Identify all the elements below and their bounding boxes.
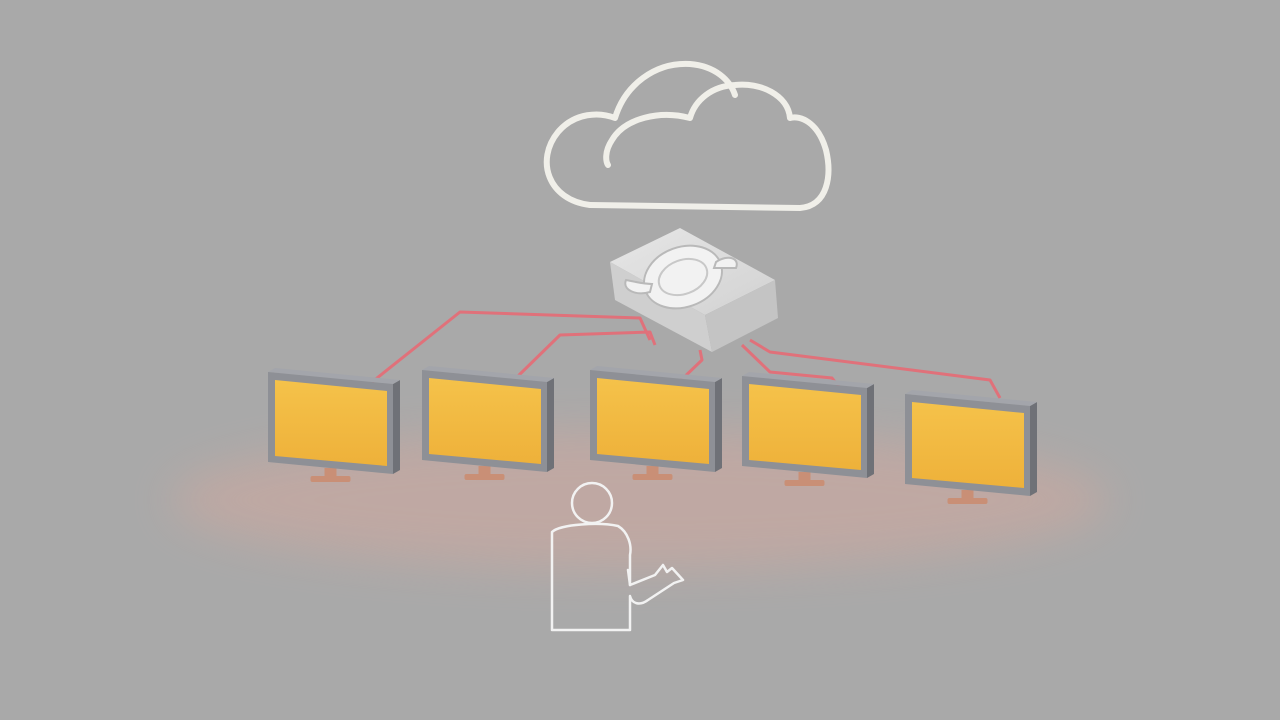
monitor-screen: [597, 378, 709, 464]
monitor-stand: [961, 490, 974, 500]
monitor-side: [393, 380, 400, 474]
monitor-1: [268, 368, 400, 482]
monitor-screen: [912, 402, 1024, 488]
monitor-top: [590, 366, 722, 382]
monitor-screen: [429, 378, 541, 464]
monitor-top: [268, 368, 400, 384]
cloud-outline-icon: [543, 60, 832, 211]
monitor-side: [1030, 402, 1037, 496]
monitor-stand: [478, 466, 491, 476]
person-outline-icon: [550, 481, 685, 632]
monitor-stand: [324, 468, 337, 478]
monitor-base: [632, 474, 673, 480]
monitor-3: [590, 366, 722, 480]
monitor-stand: [646, 466, 659, 476]
monitor-base: [947, 498, 988, 504]
monitor-base: [464, 474, 505, 480]
monitor-side: [547, 378, 554, 472]
monitor-base: [310, 476, 351, 482]
monitor-5: [905, 390, 1037, 504]
glow-band: [170, 430, 1110, 570]
monitor-4: [742, 372, 874, 486]
candy-center: [657, 257, 709, 297]
monitor-2: [422, 366, 554, 480]
monitor-stand: [798, 472, 811, 482]
cable-monitor-5: [749, 338, 1002, 399]
monitor-top: [742, 372, 874, 388]
monitor-side: [867, 384, 874, 478]
monitor-screen: [749, 384, 861, 470]
wrapped-candy-icon: [624, 244, 738, 310]
monitor-side: [715, 378, 722, 472]
monitor-top: [422, 366, 554, 382]
cable-monitor-2: [514, 330, 657, 380]
monitor-top: [905, 390, 1037, 406]
cable-monitor-1: [371, 310, 652, 384]
monitor-base: [784, 480, 825, 486]
network-hub: [610, 228, 778, 352]
monitor-row: [268, 366, 1037, 504]
monitor-screen: [275, 380, 387, 466]
